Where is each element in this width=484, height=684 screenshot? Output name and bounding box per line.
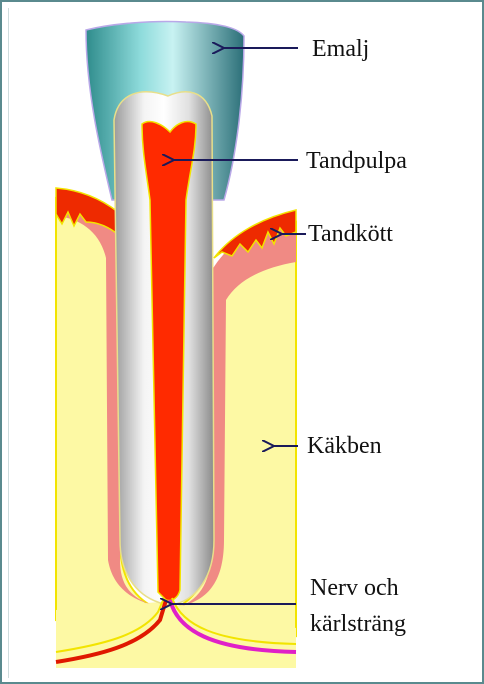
label-nerve-line1: Nerv och: [310, 574, 399, 602]
label-enamel: Emalj: [312, 35, 369, 63]
label-nerve-line2: kärlsträng: [310, 610, 406, 638]
label-jawbone: Käkben: [307, 432, 382, 460]
label-gum: Tandkött: [308, 220, 393, 248]
label-pulp: Tandpulpa: [306, 147, 407, 175]
